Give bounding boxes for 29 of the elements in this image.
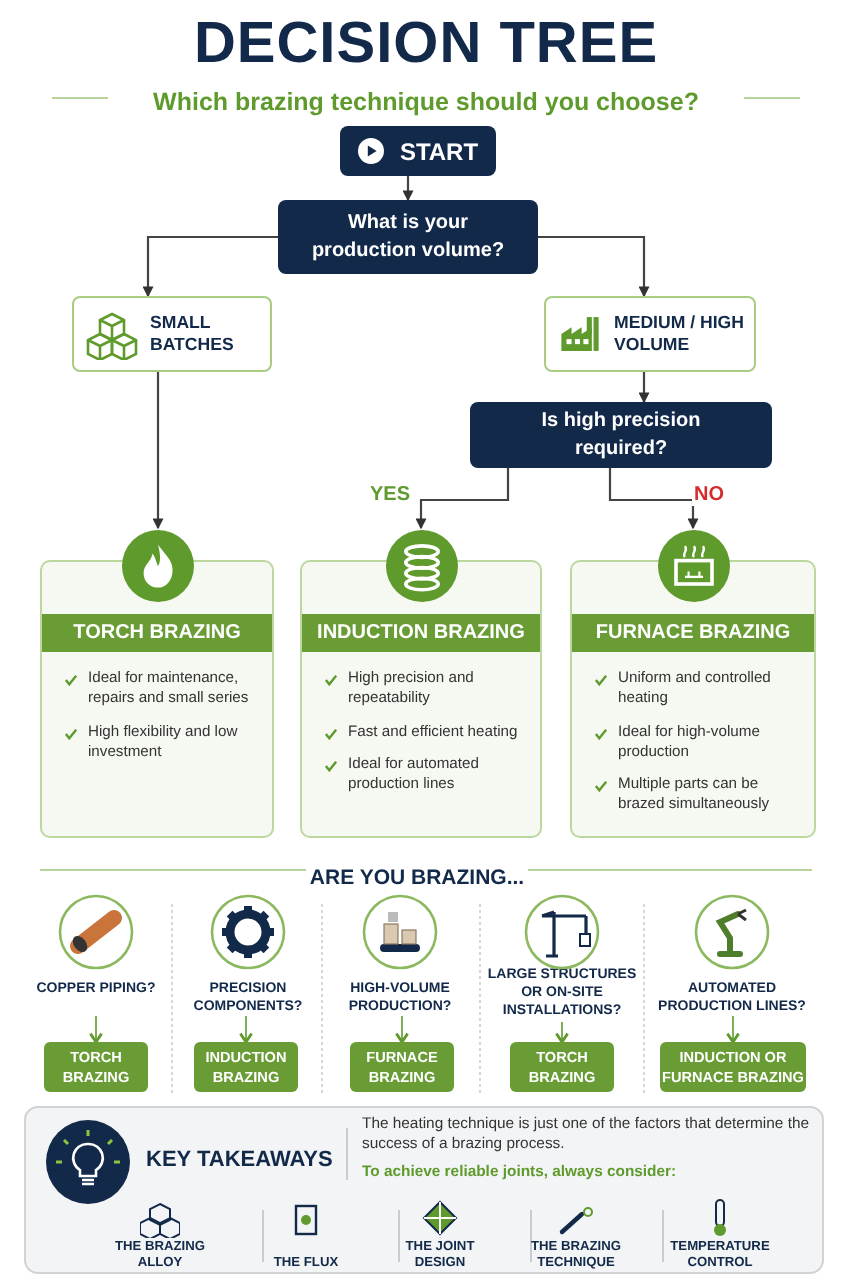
card-header: TORCH BRAZING bbox=[42, 614, 272, 652]
title: DECISION TREE bbox=[193, 12, 659, 76]
chevron-arrow bbox=[395, 1015, 409, 1044]
arrow bbox=[142, 235, 278, 298]
edge-label: YES bbox=[368, 484, 413, 506]
chevron-arrow bbox=[726, 1015, 740, 1044]
subtitle: Which brazing technique should you choose? bbox=[153, 88, 699, 116]
chevron-arrow bbox=[89, 1015, 103, 1044]
arrow bbox=[638, 372, 650, 404]
decision-box: Is high precision required? bbox=[470, 402, 772, 468]
arrow bbox=[538, 235, 650, 298]
chevron-arrow bbox=[555, 1021, 569, 1044]
arrow bbox=[402, 176, 414, 202]
arrow bbox=[415, 468, 510, 530]
arrow bbox=[152, 372, 164, 530]
option-box bbox=[544, 296, 756, 372]
edge-label: NO bbox=[692, 484, 726, 506]
section-heading: ARE YOU BRAZING... bbox=[309, 866, 525, 893]
card-header: INDUCTION BRAZING bbox=[302, 614, 540, 652]
arrow bbox=[608, 468, 699, 530]
option-label: SMALL BATCHES bbox=[150, 311, 236, 357]
chevron-arrow bbox=[239, 1015, 253, 1044]
takeaways-panel bbox=[24, 1106, 824, 1274]
option-box bbox=[72, 296, 272, 372]
option-label: MEDIUM / HIGH VOLUME bbox=[614, 311, 746, 357]
start-button: START bbox=[340, 126, 496, 176]
panel-heading: KEY TAKEAWAYS bbox=[146, 1148, 333, 1172]
decision-box: What is your production volume? bbox=[278, 200, 538, 274]
card-header: FURNACE BRAZING bbox=[572, 614, 814, 652]
